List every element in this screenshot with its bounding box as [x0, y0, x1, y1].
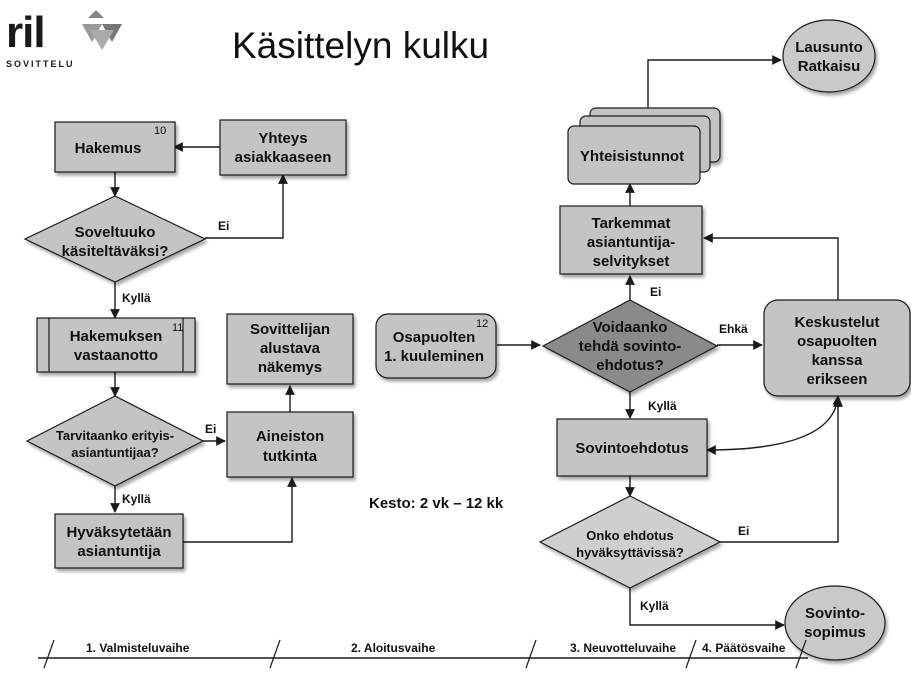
oval-sovintosopimus-line1: Sovinto-: [805, 605, 865, 622]
edge-label-ei-1: Ei: [218, 219, 229, 233]
box-sovittelijan: [226, 313, 354, 385]
edge-label-kylla-1: Kyllä: [122, 291, 151, 305]
box-tarkemmat: [559, 205, 703, 275]
decision-onko-line1: Onko ehdotus: [586, 528, 673, 543]
phase-timeline: [38, 639, 808, 669]
box-osapuolten: [375, 313, 497, 379]
decision-tarvitaanko: [25, 395, 205, 487]
oval-lausunto-line1: Lausunto: [795, 39, 863, 56]
edge-label-ei-4: Ei: [738, 524, 749, 538]
box-sovintoehdotus: [556, 418, 708, 477]
decision-tarvitaanko-line2: asiantuntijaa?: [71, 445, 158, 460]
edge-label-kylla-4: Kyllä: [640, 599, 669, 613]
edge-label-ei-3: Ei: [650, 285, 661, 299]
phase-3: 3. Neuvotteluvaihe: [570, 641, 676, 655]
phase-4: 4. Päätösvaihe: [702, 641, 786, 655]
box-osapuolten-line2: 1. kuuleminen: [384, 348, 484, 365]
logo-mark: ril: [6, 8, 45, 57]
box-keskustelut-line3: kanssa: [812, 352, 864, 369]
edge-label-ehka: Ehkä: [719, 322, 748, 336]
decision-onko-line2: hyväksyttävissä?: [576, 545, 684, 560]
decision-tarvitaanko-line1: Tarvitaanko erityis-: [56, 428, 174, 443]
decision-voidaanko-line1: Voidaanko: [593, 319, 668, 336]
box-hakemus: [54, 121, 176, 173]
box-hyvaksytetaan-line2: asiantuntija: [77, 543, 161, 560]
box-sovintoehdotus-label: Sovintoehdotus: [575, 440, 688, 457]
edge-label-kylla-2: Kyllä: [122, 492, 151, 506]
decision-soveltuuko-line2: käsiteltäväksi?: [62, 243, 169, 260]
badge-10: 10: [154, 125, 166, 137]
edge-label-ei-2: Ei: [205, 422, 216, 436]
decision-voidaanko: [541, 299, 719, 393]
box-keskustelut: [763, 299, 911, 397]
edge-label-kylla-3: Kyllä: [648, 399, 677, 413]
decision-soveltuuko: [23, 195, 207, 283]
box-aineiston-line1: Aineiston: [256, 428, 324, 445]
box-aineiston-line2: tutkinta: [263, 448, 318, 465]
badge-11: 11: [172, 322, 183, 334]
duration-label: Kesto: 2 vk – 12 kk: [369, 495, 504, 512]
box-vastaanotto-line1: Hakemuksen: [70, 328, 163, 345]
box-yhteys-line1: Yhteys: [258, 130, 307, 147]
logo: ril SOVITTELU: [6, 8, 122, 69]
box-keskustelut-line2: osapuolten: [797, 333, 877, 350]
box-osapuolten-line1: Osapuolten: [393, 329, 476, 346]
box-keskustelut-line1: Keskustelut: [794, 314, 879, 331]
oval-sovintosopimus: [784, 585, 886, 661]
box-yhteys: [219, 119, 347, 176]
badge-12: 12: [476, 318, 488, 330]
oval-lausunto: [782, 19, 876, 93]
box-hyvaksytetaan: [54, 513, 184, 569]
box-keskustelut-line4: erikseen: [807, 371, 868, 388]
box-sovittelijan-line3: näkemys: [258, 359, 322, 376]
connectors: [110, 55, 843, 630]
box-sovittelijan-line1: Sovittelijan: [250, 321, 330, 338]
box-aineiston: [226, 411, 354, 478]
page-title: Käsittelyn kulku: [232, 25, 489, 66]
phase-1: 1. Valmisteluvaihe: [86, 641, 190, 655]
box-yhteisistunnot-label: Yhteisistunnot: [580, 148, 684, 165]
oval-sovintosopimus-line2: sopimus: [804, 624, 866, 641]
phase-2: 2. Aloitusvaihe: [351, 641, 436, 655]
decision-voidaanko-line2: tehdä sovinto-: [579, 338, 682, 355]
box-tarkemmat-line3: selvitykset: [593, 253, 670, 270]
decision-onko: [538, 495, 722, 589]
box-sovittelijan-line2: alustava: [260, 340, 321, 357]
box-yhteys-line2: asiakkaaseen: [235, 149, 332, 166]
box-tarkemmat-line2: asiantuntija-: [587, 234, 675, 251]
decision-voidaanko-line3: ehdotus?: [596, 357, 664, 374]
box-hakemus-label: Hakemus: [75, 140, 142, 157]
box-vastaanotto: [36, 317, 196, 373]
logo-emblem-icon: [82, 10, 122, 50]
box-hyvaksytetaan-line1: Hyväksytetään: [66, 524, 171, 541]
box-tarkemmat-line1: Tarkemmat: [592, 215, 671, 232]
decision-soveltuuko-line1: Soveltuuko: [75, 224, 156, 241]
box-yhteisistunnot: [567, 107, 721, 185]
box-vastaanotto-line2: vastaanotto: [74, 347, 158, 364]
logo-subtitle: SOVITTELU: [6, 59, 75, 69]
oval-lausunto-line2: Ratkaisu: [798, 58, 861, 75]
